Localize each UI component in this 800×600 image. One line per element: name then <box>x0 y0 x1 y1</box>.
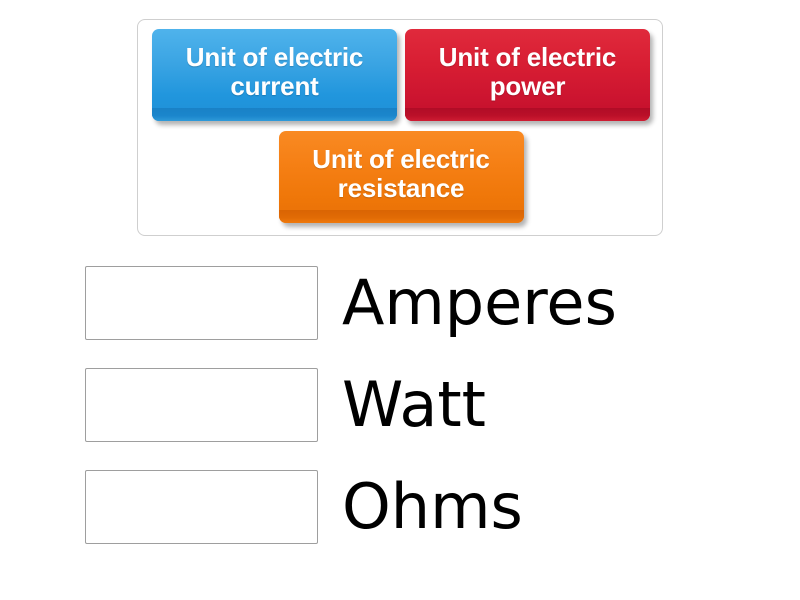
drop-zone-watt[interactable] <box>85 368 318 442</box>
answer-row-ohms: Ohms <box>0 470 800 544</box>
tile-row-top: Unit of electric current Unit of electri… <box>146 29 656 121</box>
tile-tray: Unit of electric current Unit of electri… <box>137 19 663 236</box>
answer-label-watt: Watt <box>342 368 486 441</box>
draggable-tile-unit-of-electric-power[interactable]: Unit of electric power <box>405 29 650 121</box>
tile-label: Unit of electric resistance <box>312 143 490 203</box>
answer-row-amperes: Amperes <box>0 266 800 340</box>
answer-label-ohms: Ohms <box>342 470 523 543</box>
drop-zone-ohms[interactable] <box>85 470 318 544</box>
tile-label: Unit of electric current <box>185 41 364 101</box>
draggable-tile-unit-of-electric-current[interactable]: Unit of electric current <box>152 29 397 121</box>
answer-row-watt: Watt <box>0 368 800 442</box>
drop-zone-amperes[interactable] <box>85 266 318 340</box>
tile-label: Unit of electric power <box>438 41 617 101</box>
answer-label-amperes: Amperes <box>342 266 617 339</box>
answer-list: Amperes Watt Ohms <box>0 266 800 572</box>
tile-row-bottom: Unit of electric resistance <box>146 131 656 223</box>
draggable-tile-unit-of-electric-resistance[interactable]: Unit of electric resistance <box>278 131 524 223</box>
